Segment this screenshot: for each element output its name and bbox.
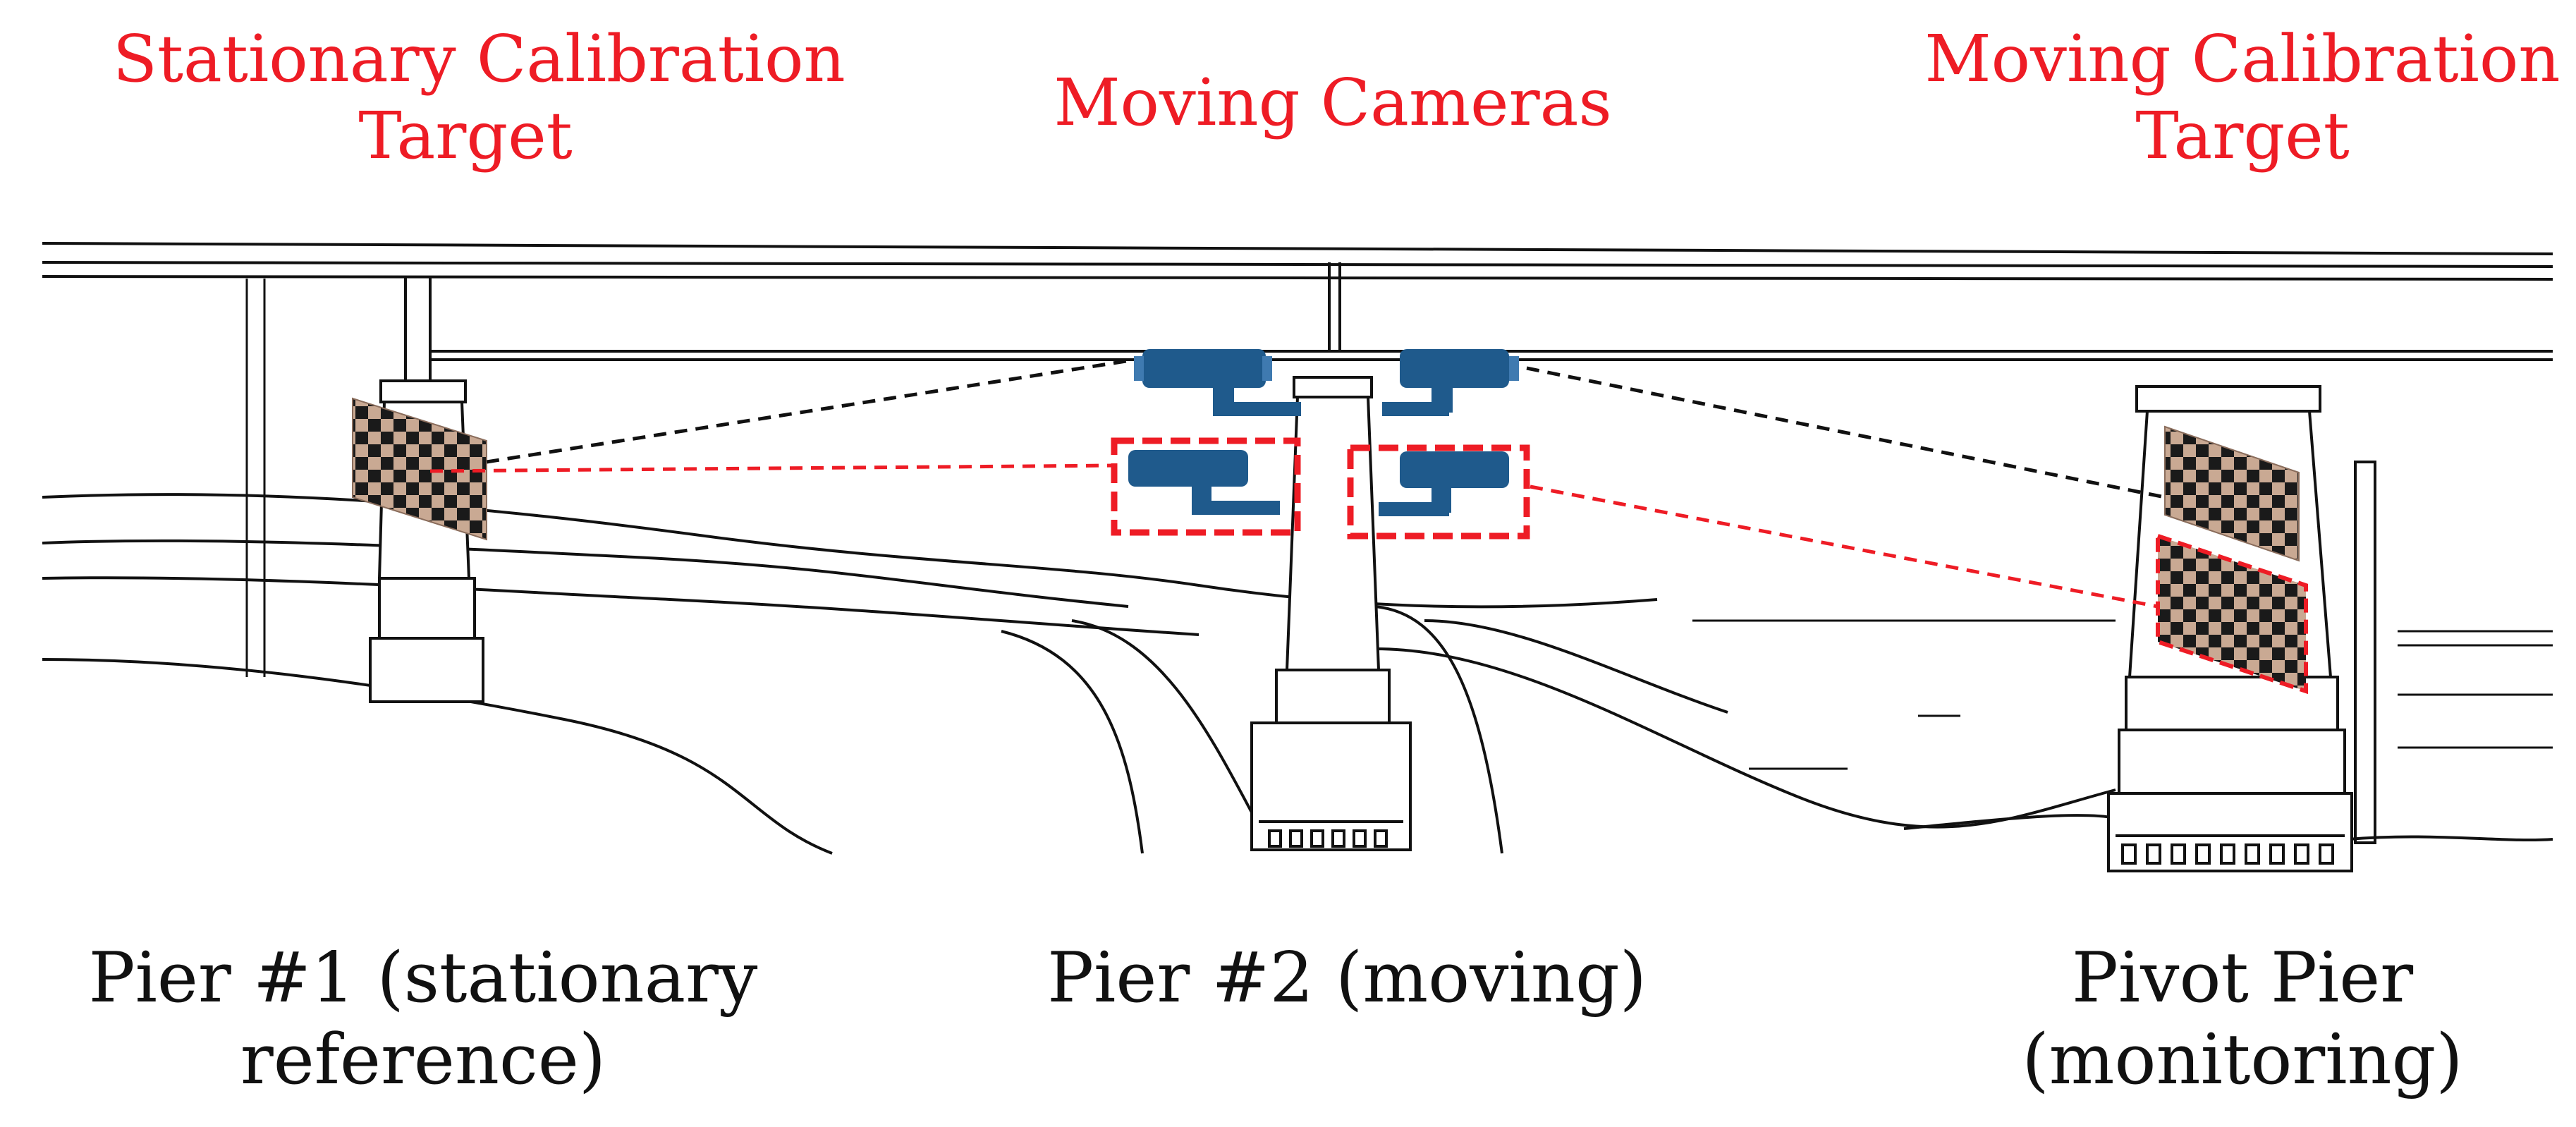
moving-target-label-line2: Target — [2135, 97, 2350, 173]
moving-cameras-label-text: Moving Cameras — [1054, 65, 1612, 140]
camera-icon — [1382, 349, 1519, 416]
camera-highlight-box-right — [1347, 444, 1530, 540]
pier1-label-line1: Pier #1 (stationary — [88, 938, 758, 1018]
camera-highlight-box-left — [1111, 437, 1301, 536]
pier1-label: Pier #1 (stationary reference) — [71, 938, 776, 1101]
stationary-target-label-line1: Stationary Calibration — [113, 21, 846, 97]
pivot-pier-label: Pivot Pier (monitoring) — [1890, 938, 2576, 1101]
water-lines — [1692, 619, 2553, 770]
pier2-label: Pier #2 (moving) — [994, 938, 1699, 1020]
camera-icon — [1134, 349, 1301, 416]
pivot-pier-label-line2: (monitoring) — [2022, 1019, 2463, 1100]
pier1-label-line2: reference) — [240, 1019, 606, 1100]
pier2-label-text: Pier #2 (moving) — [1047, 938, 1647, 1018]
moving-checkerboard-target-upper — [2164, 425, 2300, 562]
pier-2 — [1250, 376, 1412, 851]
camera-icon — [1379, 451, 1509, 516]
moving-target-label-line1: Moving Calibration — [1924, 21, 2560, 97]
terrain — [42, 493, 2553, 855]
stationary-target-label: Stationary Calibration Target — [113, 21, 846, 174]
stationary-checkerboard-target — [352, 397, 487, 541]
camera-icon — [1128, 450, 1280, 515]
pivot-pier-label-line1: Pivot Pier — [2071, 938, 2414, 1018]
sight-lines — [429, 358, 2166, 609]
stationary-target-label-line2: Target — [358, 97, 573, 173]
moving-cameras-label: Moving Cameras — [980, 65, 1685, 142]
moving-target-label: Moving Calibration Target — [1890, 21, 2576, 174]
